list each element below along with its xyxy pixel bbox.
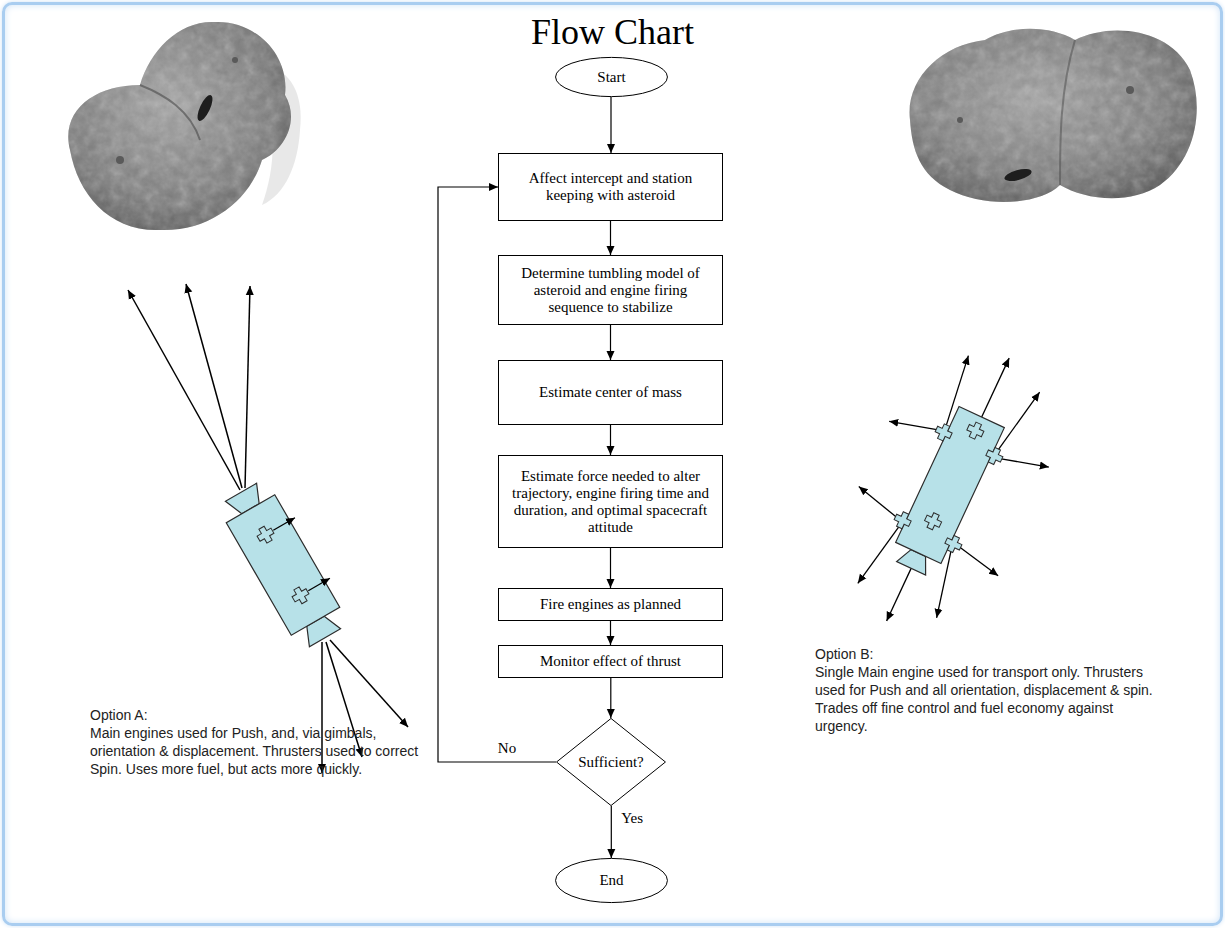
thruster bbox=[922, 511, 943, 532]
spacecraft-b bbox=[812, 323, 1083, 655]
flow-connector bbox=[611, 806, 612, 858]
flow-connector bbox=[610, 678, 611, 718]
spacecraft-body bbox=[896, 406, 1005, 563]
thrust-arrow bbox=[996, 386, 1040, 459]
terminator-oval: Start bbox=[555, 57, 668, 97]
asteroid-texture bbox=[900, 20, 1205, 215]
process-box: Monitor effect of thrust bbox=[498, 645, 723, 678]
asteroid-crater bbox=[232, 57, 238, 63]
oval-shape bbox=[556, 858, 668, 902]
asteroid-right bbox=[900, 20, 1205, 215]
flow-connector bbox=[610, 325, 611, 360]
process-box: Determine tumbling model of asteroid and… bbox=[498, 255, 723, 325]
thrust-arrow bbox=[330, 640, 408, 727]
thruster-arrow bbox=[273, 518, 295, 531]
oval-shape bbox=[556, 57, 668, 96]
thrust-arrow bbox=[887, 568, 912, 621]
decision-diamond: Sufficient? bbox=[556, 718, 666, 806]
flow-connector bbox=[610, 425, 611, 455]
option-description: Single Main engine used for transport on… bbox=[815, 663, 1155, 735]
thruster bbox=[933, 422, 954, 443]
asteroid-crater bbox=[116, 156, 124, 164]
asteroid-neck bbox=[140, 85, 200, 140]
spacecraft-a bbox=[217, 475, 355, 651]
option-description: Main engines used for Push, and, via gim… bbox=[90, 724, 435, 778]
asteroid-crater bbox=[957, 117, 963, 123]
thrust-arrow bbox=[186, 284, 242, 488]
node-text: Estimate force needed to alter trajector… bbox=[509, 468, 712, 536]
process-box: Estimate force needed to alter trajector… bbox=[498, 455, 723, 548]
thruster bbox=[892, 510, 913, 531]
thruster bbox=[255, 524, 277, 546]
chart-title: Flow Chart bbox=[0, 12, 1225, 52]
edge-label: No bbox=[496, 740, 518, 757]
process-box: Affect intercept and station keeping wit… bbox=[498, 153, 723, 221]
process-box: Fire engines as planned bbox=[498, 588, 723, 621]
thrust-arrows-a bbox=[128, 284, 408, 773]
edge-label: Yes bbox=[619, 810, 645, 827]
diamond-shape bbox=[557, 718, 666, 805]
asteroid-crater bbox=[1126, 86, 1134, 94]
spacecraft-body bbox=[226, 495, 339, 636]
node-text: Determine tumbling model of asteroid and… bbox=[509, 265, 712, 316]
thruster bbox=[965, 420, 986, 441]
thruster-arrows-b bbox=[812, 323, 1083, 655]
thrust-arrow bbox=[858, 518, 901, 589]
asteroid-neck bbox=[1060, 40, 1075, 185]
node-text: Sufficient? bbox=[578, 754, 644, 771]
option-heading: Option A: bbox=[90, 706, 435, 724]
asteroid-left bbox=[55, 15, 305, 240]
thrust-arrow bbox=[245, 286, 250, 488]
option-heading: Option B: bbox=[815, 645, 1155, 663]
thrust-arrow bbox=[955, 546, 1003, 575]
node-text: Start bbox=[597, 69, 625, 86]
thrust-arrow bbox=[128, 290, 240, 490]
thrust-arrow bbox=[854, 487, 903, 518]
asteroid-crater bbox=[1003, 167, 1033, 184]
thruster bbox=[290, 584, 312, 606]
thruster bbox=[943, 533, 964, 554]
flow-connector bbox=[610, 97, 611, 153]
asteroid-crater bbox=[195, 93, 216, 123]
thrust-arrow bbox=[1000, 447, 1049, 479]
terminator-oval: End bbox=[555, 858, 668, 903]
thrust-arrow bbox=[889, 410, 938, 442]
node-text: Fire engines as planned bbox=[540, 596, 681, 613]
process-box: Estimate center of mass bbox=[498, 360, 723, 425]
thruster bbox=[984, 445, 1005, 466]
asteroid-texture bbox=[55, 15, 305, 240]
flow-connector bbox=[610, 621, 611, 645]
node-text: Monitor effect of thrust bbox=[540, 653, 681, 670]
node-text: Estimate center of mass bbox=[539, 384, 682, 401]
node-text: End bbox=[599, 872, 623, 889]
flow-connector bbox=[610, 221, 611, 255]
flow-connector bbox=[610, 548, 611, 588]
node-text: Affect intercept and station keeping wit… bbox=[509, 170, 712, 204]
thruster-arrow bbox=[308, 578, 330, 591]
